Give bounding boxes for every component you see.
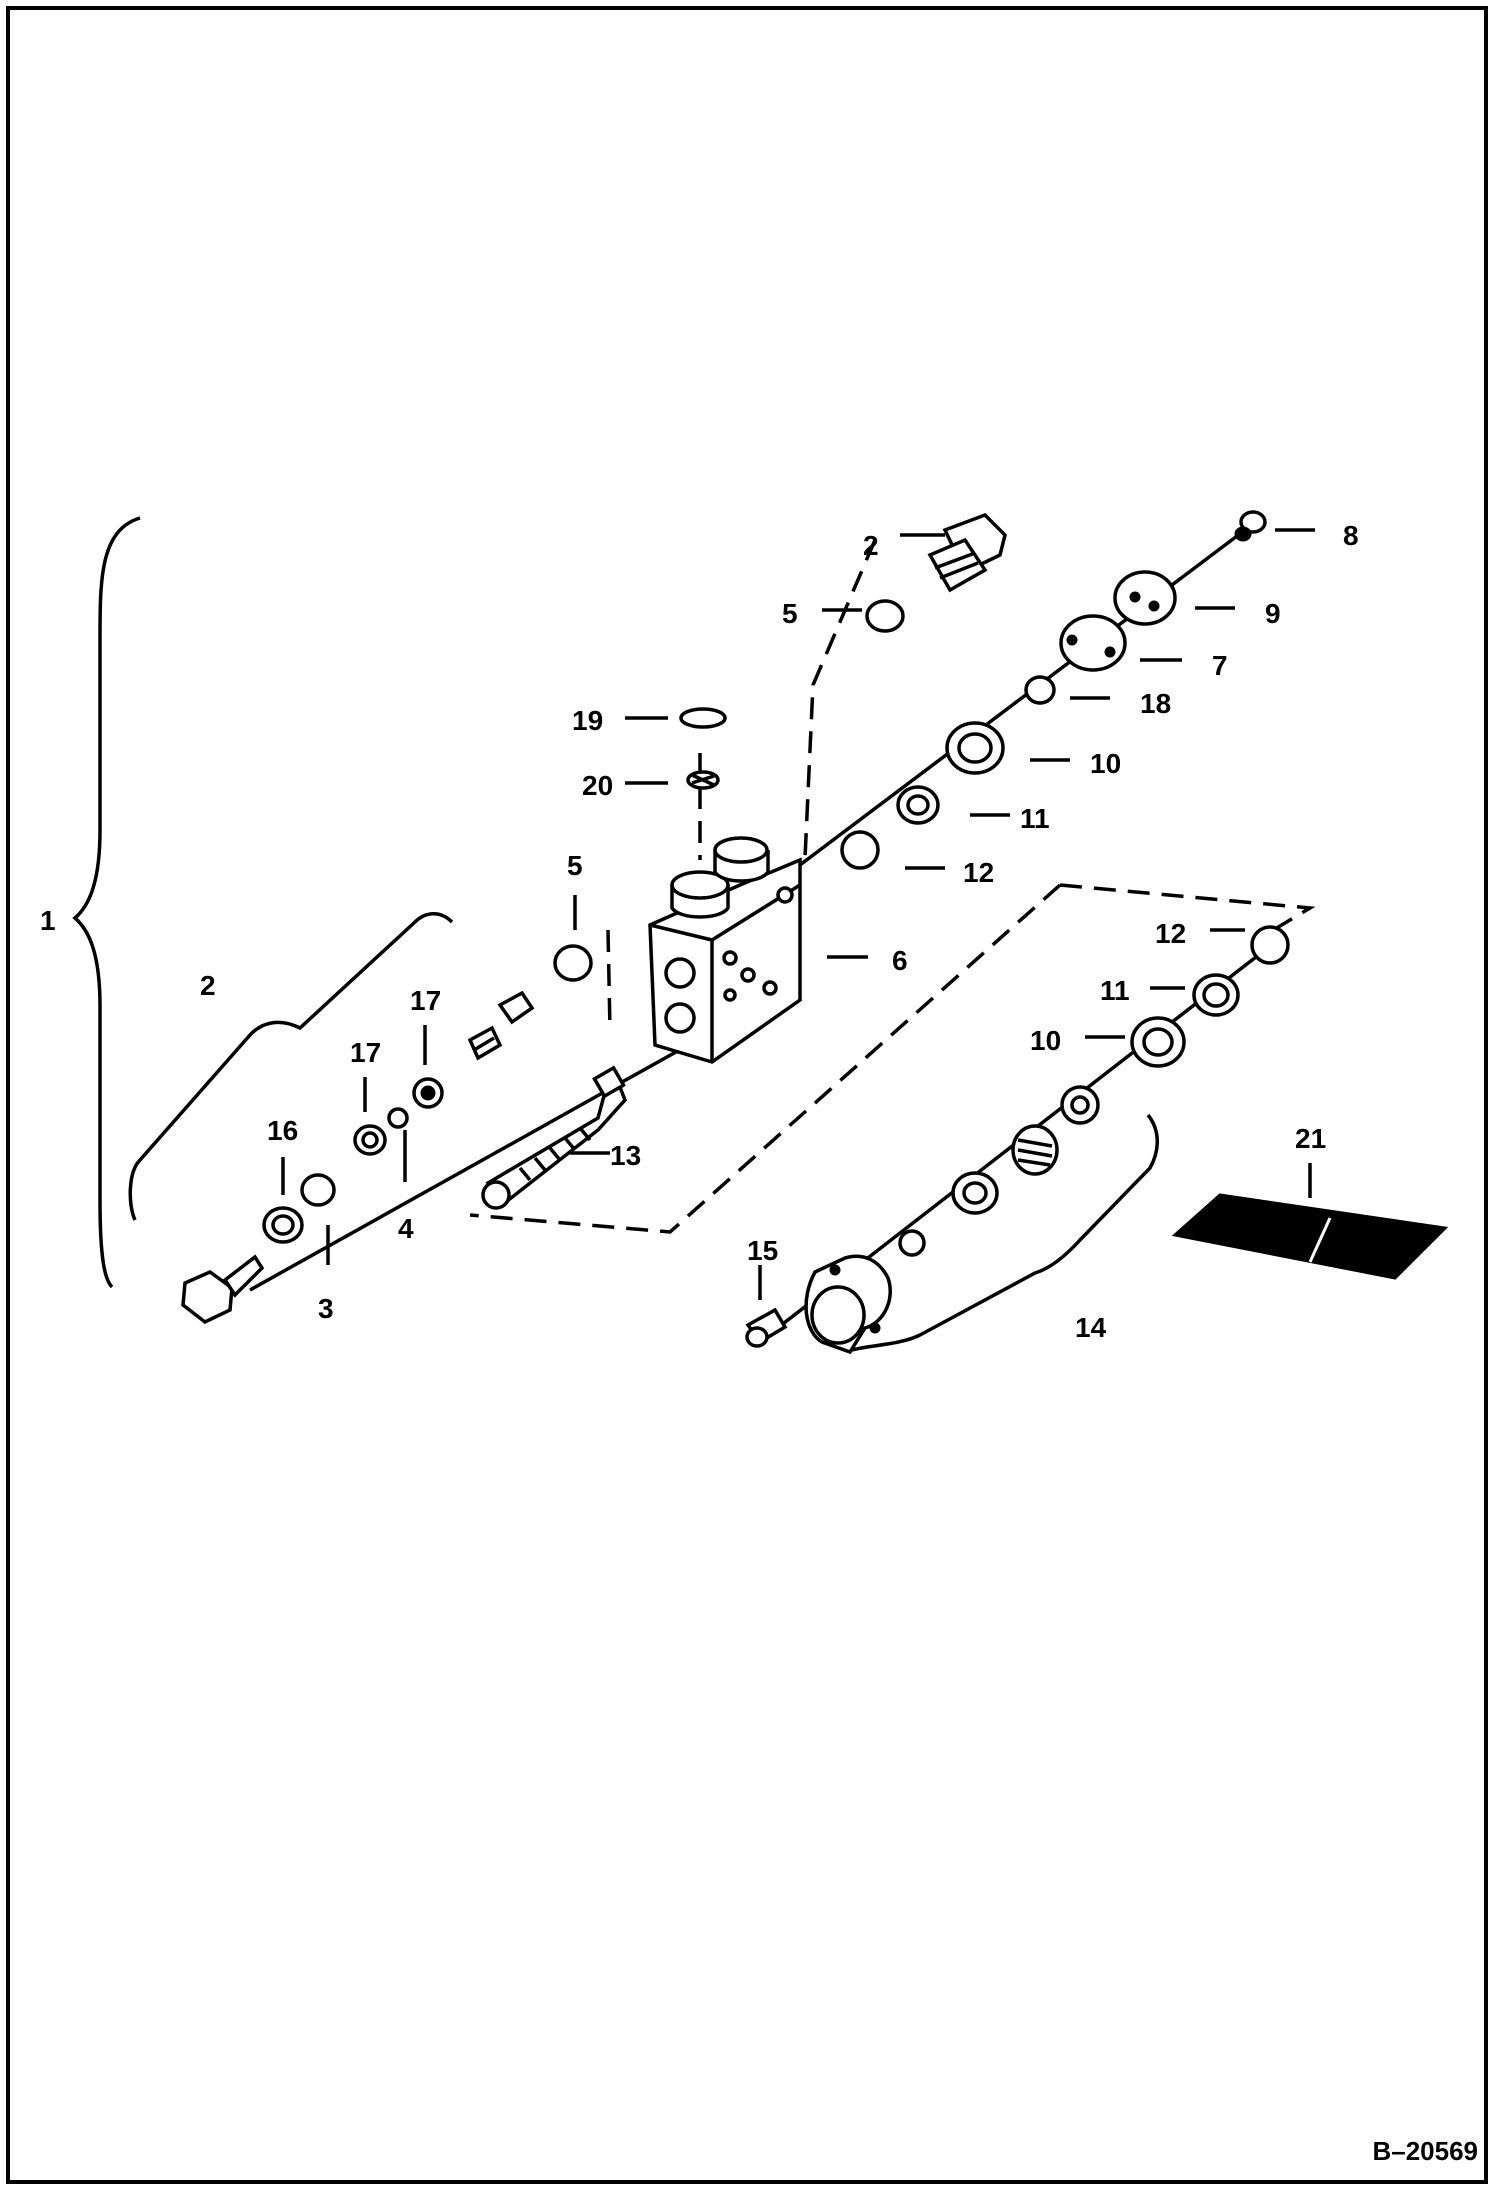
label-18: 18 (1140, 688, 1171, 719)
label-19: 19 (572, 705, 603, 736)
label-1: 1 (40, 905, 56, 936)
label-2-top: 2 (863, 530, 879, 561)
part-10-seal-upper (945, 721, 1005, 775)
label-8: 8 (1343, 520, 1359, 551)
label-13: 13 (610, 1140, 641, 1171)
label-11-upper: 11 (1020, 803, 1050, 834)
part-6-valve-body (648, 836, 802, 1064)
part-11-ring-upper (896, 785, 940, 825)
part-8-screw (1234, 510, 1267, 542)
part-16-washer (262, 1206, 304, 1244)
leader-lines (281, 528, 1315, 1300)
part-12-oring-upper (840, 830, 880, 870)
bracket-1 (72, 516, 141, 1289)
label-16: 16 (267, 1115, 298, 1146)
part-20-spring (686, 770, 720, 790)
label-20: 20 (582, 770, 613, 801)
part-17-ring-upper (412, 1077, 444, 1109)
dashed-line-top (803, 539, 877, 859)
bracket-14 (851, 1113, 1159, 1352)
part-10-seal-lower (1130, 1016, 1186, 1068)
part-17-ring-lower (353, 1124, 387, 1156)
part-14-spring-kit (804, 1085, 1100, 1355)
axis-right-assembly (778, 528, 1247, 882)
part-3-oring (300, 1173, 336, 1207)
part-5-oring-top (865, 599, 905, 633)
label-15: 15 (747, 1235, 778, 1266)
part-19-seal (679, 707, 727, 729)
label-10-lower: 10 (1030, 1025, 1061, 1056)
label-5-top: 5 (782, 598, 798, 629)
label-11-lower: 11 (1100, 975, 1130, 1006)
page-frame (6, 6, 1488, 2184)
label-12-lower: 12 (1155, 918, 1186, 949)
part-12-oring-lower (1250, 925, 1290, 965)
part-7-plate (1059, 614, 1127, 672)
label-17-upper: 17 (410, 985, 441, 1016)
label-14: 14 (1075, 1312, 1107, 1343)
part-18-oring (1024, 675, 1056, 705)
part-15-screw (745, 1307, 788, 1348)
part-9-plate (1113, 570, 1177, 626)
reference-number: B–20569 (1372, 2136, 1478, 2166)
part-4-oring (387, 1107, 409, 1129)
part-11-ring-lower (1192, 973, 1240, 1017)
dashed-line-box (469, 883, 1316, 1234)
label-5-left: 5 (567, 850, 583, 881)
label-9: 9 (1265, 598, 1281, 629)
dashed-line-mid (606, 929, 612, 1031)
label-12-upper: 12 (963, 857, 994, 888)
part-stud-left (467, 990, 535, 1061)
label-6: 6 (892, 945, 908, 976)
label-17-lower: 17 (350, 1037, 381, 1068)
part-plug-hex (181, 1254, 265, 1325)
part-13-spool (481, 1065, 628, 1210)
label-7: 7 (1212, 650, 1228, 681)
bracket-2 (128, 912, 454, 1221)
label-3: 3 (318, 1293, 334, 1324)
part-21-decal (1171, 1193, 1449, 1280)
label-2-bracket: 2 (200, 970, 216, 1001)
label-4: 4 (398, 1213, 414, 1244)
part-5-oring-left (553, 944, 593, 982)
label-21: 21 (1295, 1123, 1326, 1154)
part-2-fitting (927, 512, 1007, 593)
label-10-upper: 10 (1090, 748, 1121, 779)
